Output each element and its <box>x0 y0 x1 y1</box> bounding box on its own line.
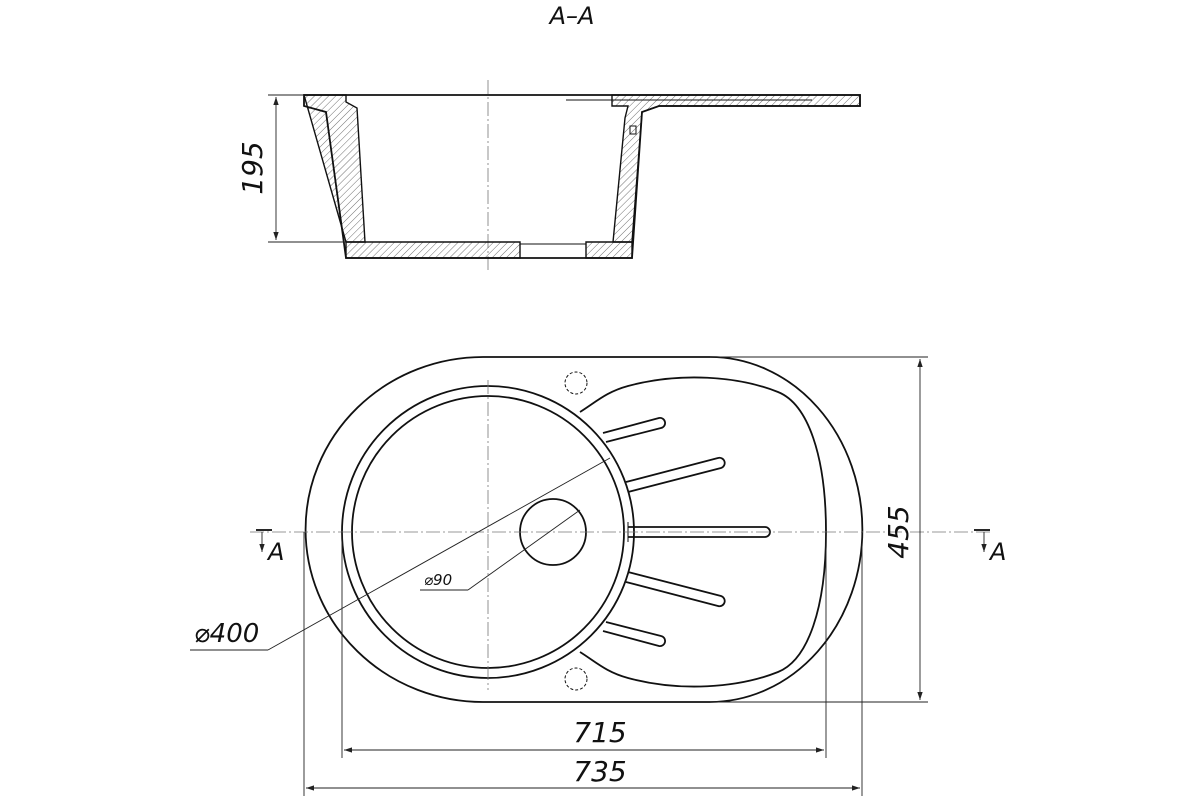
height-label: 455 <box>882 505 915 558</box>
rib-1 <box>602 417 666 443</box>
bowl-diameter-leader <box>267 457 611 651</box>
tap-hole-bottom <box>564 667 588 691</box>
cut-marker-left-label: A <box>266 538 284 566</box>
overall-width-label: 735 <box>573 755 626 788</box>
section-bowl-bottom-right <box>585 241 633 259</box>
cut-marker-left: A <box>256 529 284 566</box>
section-title: A–A <box>548 2 595 30</box>
section-overflow-slot <box>629 125 637 135</box>
drain-diameter-label: ⌀90 <box>424 571 452 589</box>
bowl-diameter-label: ⌀400 <box>194 619 259 649</box>
cut-marker-right-label: A <box>988 538 1006 566</box>
tap-hole-top <box>564 371 588 395</box>
rib-2 <box>625 456 726 493</box>
depth-label: 195 <box>236 141 269 194</box>
plan-view: ⌀400 ⌀90 455 715 735 A A <box>190 356 1006 796</box>
cut-marker-right: A <box>974 529 1006 566</box>
drain-diameter-leader <box>467 509 581 591</box>
sink-outer-rim <box>304 356 864 703</box>
section-drain-opening <box>519 243 587 259</box>
inner-width-label: 715 <box>573 716 626 749</box>
rib-4 <box>625 571 726 608</box>
section-bowl-bottom <box>345 241 521 259</box>
section-right-wall-and-drainboard <box>611 94 861 243</box>
section-view: A–A 195 <box>236 2 861 272</box>
rib-5 <box>602 621 666 647</box>
section-outline <box>303 94 861 259</box>
